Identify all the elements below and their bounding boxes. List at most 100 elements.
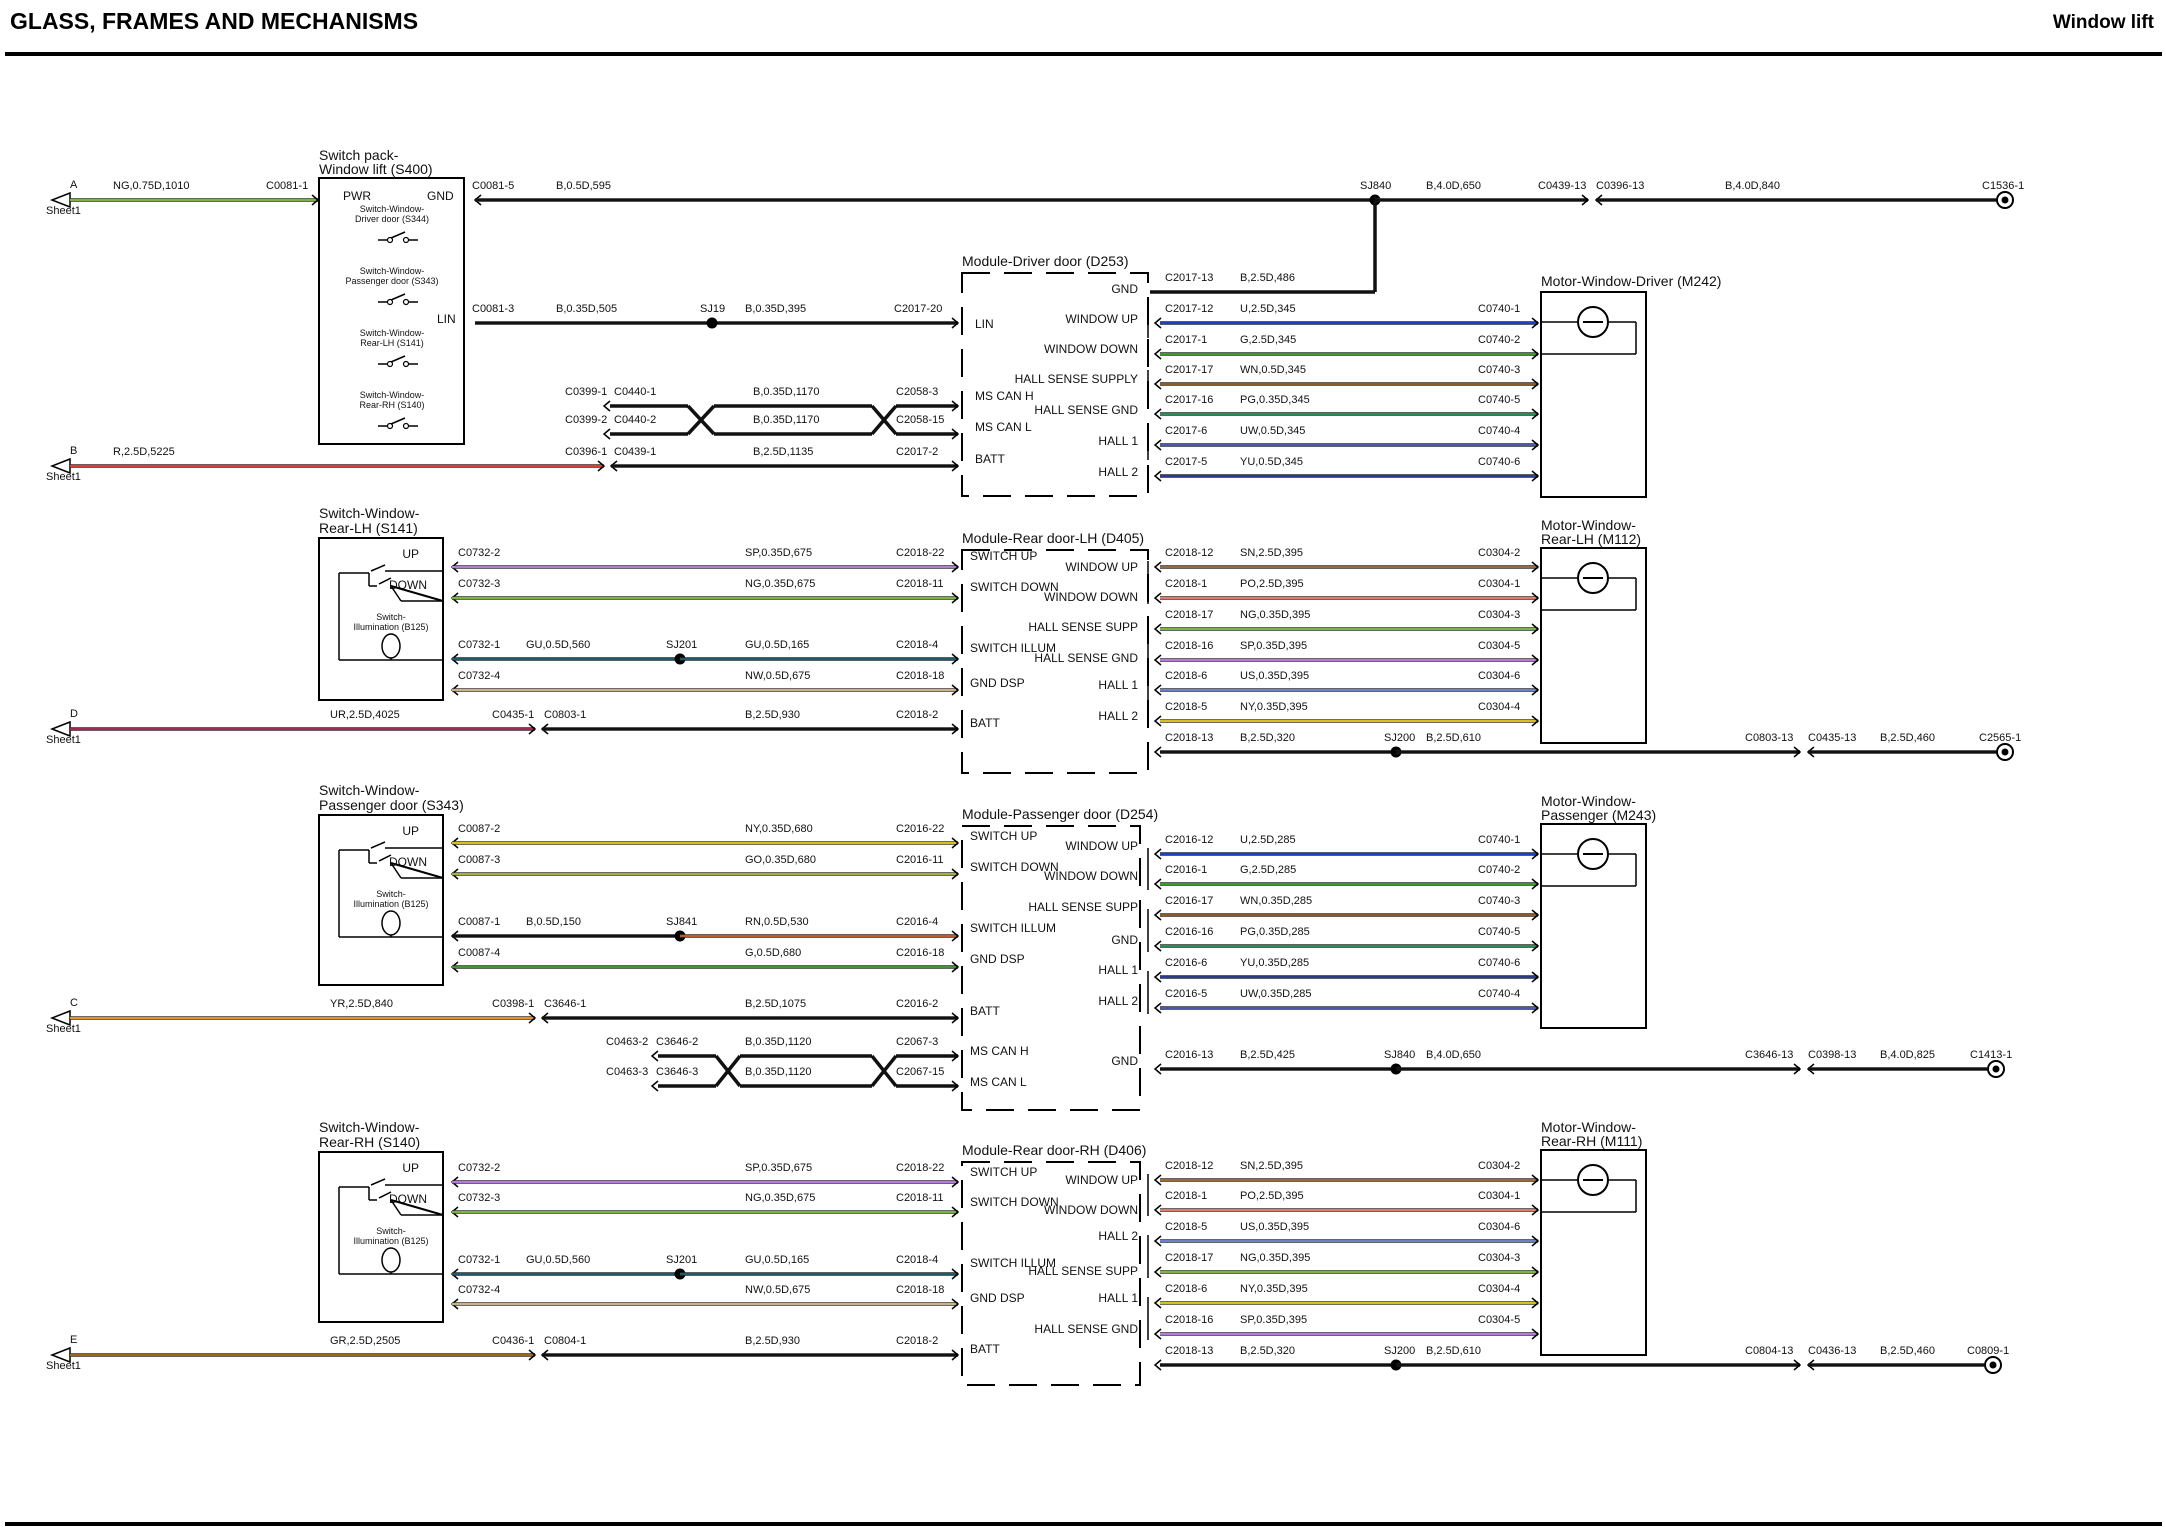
s400-sub-1-a: Switch-Window- bbox=[360, 266, 425, 276]
s343-in-c-1: C0087-3 bbox=[458, 854, 500, 866]
d406-box bbox=[961, 1161, 1141, 1386]
conn-d-b: C0803-1 bbox=[544, 709, 586, 721]
s343-title1: Switch-Window- bbox=[319, 782, 420, 798]
d253-out-m-5: C0740-4 bbox=[1478, 425, 1520, 437]
d253-out-chev-r-6 bbox=[1531, 470, 1540, 482]
sheet-d-sheet: Sheet1 bbox=[46, 734, 81, 746]
d406-pin-r-1: WINDOW DOWN bbox=[1044, 1203, 1138, 1217]
d406-pin-l-1: SWITCH DOWN bbox=[970, 1195, 1059, 1209]
d406-pin-l-4: BATT bbox=[970, 1342, 1000, 1356]
d405-out-m-4: C0304-6 bbox=[1478, 670, 1520, 682]
d406-out-m-3: C0304-3 bbox=[1478, 1252, 1520, 1264]
s400-box bbox=[318, 177, 465, 445]
s141-in-chev-r-3 bbox=[951, 684, 960, 696]
d405-out-m-3: C0304-5 bbox=[1478, 640, 1520, 652]
s343-in-chev-r-1 bbox=[951, 868, 960, 880]
d253-out-chev-r-5 bbox=[1531, 439, 1540, 451]
d254-out-chev-l-0 bbox=[1153, 848, 1162, 860]
page-subtitle: Window lift bbox=[2052, 12, 2154, 33]
s400-sw-0-c1 bbox=[386, 236, 394, 244]
m243-title1: Motor-Window- bbox=[1541, 793, 1636, 809]
d253-out-c-5: C2017-6 bbox=[1165, 425, 1207, 437]
rl-gnd-c1: C0803-13 bbox=[1745, 732, 1793, 744]
rr-gnd-w: B,2.5D,320 bbox=[1240, 1345, 1295, 1357]
d405-out-m-2: C0304-3 bbox=[1478, 609, 1520, 621]
conn-c-b: C3646-1 bbox=[544, 998, 586, 1010]
d406-out-m-0: C0304-2 bbox=[1478, 1160, 1520, 1172]
s343-lamp bbox=[381, 910, 401, 936]
s343-in-w-1: GO,0.35D,680 bbox=[745, 854, 816, 866]
d405-out-chev-r-2 bbox=[1531, 623, 1540, 635]
m242-title: Motor-Window-Driver (M242) bbox=[1541, 273, 1721, 289]
d253-out-chev-r-3 bbox=[1531, 378, 1540, 390]
s140-s2e bbox=[390, 1199, 402, 1216]
can-driver-ch3 bbox=[951, 400, 960, 412]
s141-in-w-1: NG,0.35D,675 bbox=[745, 578, 815, 590]
s343-illum2: Illumination (B125) bbox=[353, 899, 428, 909]
s140-title1: Switch-Window- bbox=[319, 1119, 420, 1135]
d254-out-w-3: PG,0.35D,285 bbox=[1240, 926, 1310, 938]
can-driver-cr2: C2058-15 bbox=[896, 414, 944, 426]
s141-illum1: Switch- bbox=[376, 612, 406, 622]
d405-out-c-0: C2018-12 bbox=[1165, 547, 1213, 559]
d405-out-chev-l-0 bbox=[1153, 561, 1162, 573]
chev-lin bbox=[951, 317, 960, 329]
d254-pin-r-3: GND bbox=[1111, 933, 1138, 947]
sheet-c-sheet: Sheet1 bbox=[46, 1023, 81, 1035]
s343-in-r-2: C2016-4 bbox=[896, 916, 938, 928]
d253-out-w-3: WN,0.5D,345 bbox=[1240, 364, 1306, 376]
p-gnd-end-core bbox=[1992, 1065, 2000, 1073]
wire-e-label: GR,2.5D,2505 bbox=[330, 1335, 400, 1347]
s343-box bbox=[318, 814, 444, 986]
s400-lin: LIN bbox=[437, 312, 456, 326]
s141-in-c-1: C0732-3 bbox=[458, 578, 500, 590]
rl-gnd-end-core bbox=[2001, 748, 2009, 756]
d406-out-chev-r-0 bbox=[1531, 1174, 1540, 1186]
s343-in-c-2: C0087-1 bbox=[458, 916, 500, 928]
wire-c-2-label: B,2.5D,1075 bbox=[745, 998, 806, 1010]
sheet-a-sheet: Sheet1 bbox=[46, 205, 81, 217]
d254-box bbox=[961, 825, 1141, 1111]
d253-out-chev-r-4 bbox=[1531, 408, 1540, 420]
d254-out-w-2: WN,0.35D,285 bbox=[1240, 895, 1312, 907]
rl-gnd-end-label: C2565-1 bbox=[1979, 732, 2021, 744]
s140-s2c bbox=[378, 1191, 392, 1199]
d254-pin-l-4: BATT bbox=[970, 1004, 1000, 1018]
m112-title1: Motor-Window- bbox=[1541, 517, 1636, 533]
s140-in-splice-l-2: SJ201 bbox=[666, 1254, 697, 1266]
conn-c-a: C0398-1 bbox=[492, 998, 534, 1010]
d253-out-chev-l-1 bbox=[1153, 317, 1162, 329]
d253-out-c-2: C2017-1 bbox=[1165, 334, 1207, 346]
d254-out-chev-r-2 bbox=[1531, 909, 1540, 921]
d253-out-w-6: YU,0.5D,345 bbox=[1240, 456, 1303, 468]
rr-gnd-c: C2018-13 bbox=[1165, 1345, 1213, 1357]
p-gnd-w3: B,4.0D,825 bbox=[1880, 1049, 1935, 1061]
d405-out-chev-r-0 bbox=[1531, 561, 1540, 573]
s141-s2d bbox=[390, 585, 444, 602]
d254-out-chev-l-4 bbox=[1153, 971, 1162, 983]
conn-c-r: C2016-2 bbox=[896, 998, 938, 1010]
d406-pin-r-0: WINDOW UP bbox=[1065, 1173, 1138, 1187]
can-driver-w1: B,0.35D,1170 bbox=[753, 386, 819, 398]
d406-out-c-5: C2018-16 bbox=[1165, 1314, 1213, 1326]
s400-sw-2-arm bbox=[390, 355, 406, 363]
d406-out-w-5: SP,0.35D,395 bbox=[1240, 1314, 1307, 1326]
chev-d-1 bbox=[528, 723, 537, 735]
d405-pin-r-2: HALL SENSE SUPP bbox=[1028, 620, 1138, 634]
s343-in-r-1: C2016-11 bbox=[896, 854, 944, 866]
d405-out-c-3: C2018-16 bbox=[1165, 640, 1213, 652]
d406-out-chev-l-2 bbox=[1153, 1235, 1162, 1247]
d253-pin-r-0: GND bbox=[1111, 282, 1138, 296]
s141-in-chev-r-1 bbox=[951, 592, 960, 604]
sheet-e-sheet: Sheet1 bbox=[46, 1360, 81, 1372]
s400-sw-1-arm bbox=[390, 293, 406, 301]
s400-pwr: PWR bbox=[343, 189, 371, 203]
d406-pin-r-3: HALL SENSE SUPP bbox=[1028, 1264, 1138, 1278]
d254-out-m-1: C0740-2 bbox=[1478, 864, 1520, 876]
s343-in-w1-2: B,0.5D,150 bbox=[526, 916, 581, 928]
d253-out-m-1: C0740-1 bbox=[1478, 303, 1520, 315]
s343-in-splice-l-2: SJ841 bbox=[666, 916, 697, 928]
d254-pin-r-0: WINDOW UP bbox=[1065, 839, 1138, 853]
d254-out-m-5: C0740-4 bbox=[1478, 988, 1520, 1000]
conn-d-r: C2018-2 bbox=[896, 709, 938, 721]
